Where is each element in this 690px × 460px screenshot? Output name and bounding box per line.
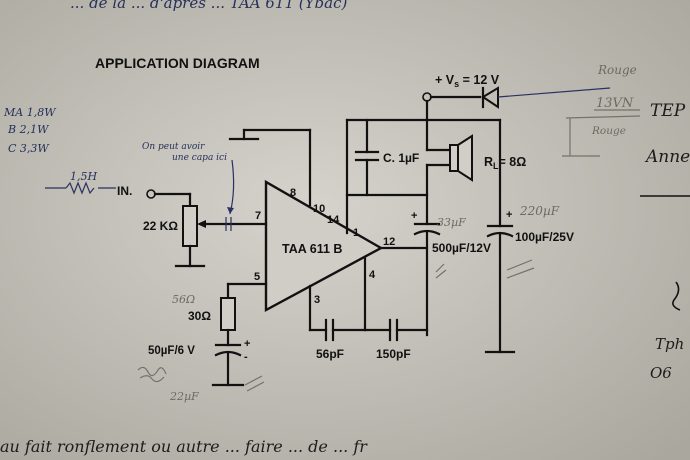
load-label: RL= 8Ω (484, 155, 526, 171)
pin-5-cap-minus: - (244, 351, 248, 363)
pin-3-label: 3 (314, 294, 320, 306)
ic-triangle (264, 179, 384, 313)
cap-150pf-label: 150pF (376, 347, 411, 361)
loudspeaker: RL= 8Ω (425, 118, 526, 182)
supply-capacitor: + 100µF/25V 220µF (484, 118, 574, 354)
rouge-lower-note: Rouge (591, 125, 626, 137)
potentiometer (182, 205, 198, 247)
pin-5-cap-plus: + (244, 338, 250, 350)
pin-5-cap-label: 50µF/6 V (148, 345, 195, 357)
power-list-item-c: C 3,3W (8, 142, 50, 155)
pin-8-label: 8 (290, 187, 296, 199)
power-list: MA 1,8W B 2,1W C 3,3W (3, 106, 57, 155)
pin-7-label: 7 (255, 210, 261, 222)
input-network: 1,5H IN. 22 KΩ 7 On peut avoir une capa … (45, 142, 268, 268)
cap-56pf-label: 56pF (316, 347, 344, 361)
pin-5-resistor (220, 297, 236, 331)
cap-note-line-2: une capa ici (172, 153, 227, 163)
pin-5-resistor-label: 30Ω (188, 309, 211, 323)
pin-1-label: 1 (353, 227, 359, 239)
supply-cap-note: 220µF (519, 204, 560, 218)
bottom-handwritten-note: au fait ronflement ou autre ... faire ..… (0, 437, 368, 456)
supply-rail: + Vs = 12 V Rouge 13VN Rouge (345, 63, 641, 157)
decoupling-cap-label: C. 1µF (383, 151, 419, 165)
pin-14-label: 14 (327, 214, 340, 226)
pin-1-net: 1 (345, 118, 359, 239)
voltage-note: 13VN (596, 96, 634, 111)
margin-note-anne: Anne (644, 147, 690, 167)
supply-cap-label: 100µF/25V (515, 230, 574, 244)
output-capacitor: + 500µF/12V 33µF (411, 163, 491, 337)
pot-wiper (197, 220, 206, 228)
pin-8-net: 8 (228, 128, 312, 207)
input-label: IN. (117, 184, 132, 198)
top-handwritten-note: ... de la ... d'apres ... TAA 611 (Ybac) (70, 0, 347, 12)
supply-cap-plus: + (506, 209, 512, 221)
diode-symbol (481, 86, 499, 109)
margin-note-tph: Tph (655, 335, 684, 353)
pin-5-cap-note: 22µF (169, 390, 199, 403)
ic-label: TAA 611 B (282, 242, 342, 256)
input-resistor-note: 1,5H (70, 170, 97, 183)
pin-12-label: 12 (383, 236, 395, 248)
speaker-magnet (449, 144, 459, 172)
speaker-cone (457, 134, 473, 182)
cap-note-line-1: On peut avoir (142, 142, 205, 152)
margin-notes: TEP Anne Tph O6 (640, 101, 690, 382)
pin-5-net: 5 30Ω 56Ω + - 50µF/6 V 22µF (137, 271, 268, 403)
output-cap-plus: + (411, 210, 417, 222)
pin-3-net: 3 56pF (308, 284, 367, 361)
pin-4-label: 4 (369, 269, 376, 281)
diagram-heading: APPLICATION DIAGRAM (95, 55, 260, 71)
decoupling-capacitor: C. 1µF (345, 118, 429, 197)
margin-note-o6: O6 (650, 364, 672, 382)
pin-4-net: 4 150pF (363, 256, 429, 361)
output-cap-label: 500µF/12V (432, 241, 491, 255)
pin-12-net: 12 (379, 236, 429, 250)
rouge-note: Rouge (597, 63, 637, 77)
pot-label: 22 KΩ (143, 219, 178, 233)
pin-10-label: 10 (313, 203, 325, 215)
pin-5-resistor-note: 56Ω (172, 293, 195, 306)
supply-label: + Vs = 12 V (435, 73, 500, 89)
margin-note-tep: TEP (650, 101, 686, 121)
pin-5-label: 5 (254, 271, 260, 283)
input-resistor-sketch (65, 181, 95, 195)
power-list-item-b: B 2,1W (7, 123, 50, 136)
amplifier-ic: TAA 611 B (264, 179, 384, 313)
output-cap-note: 33µF (437, 216, 466, 229)
power-list-item-a: MA 1,8W (3, 106, 57, 119)
